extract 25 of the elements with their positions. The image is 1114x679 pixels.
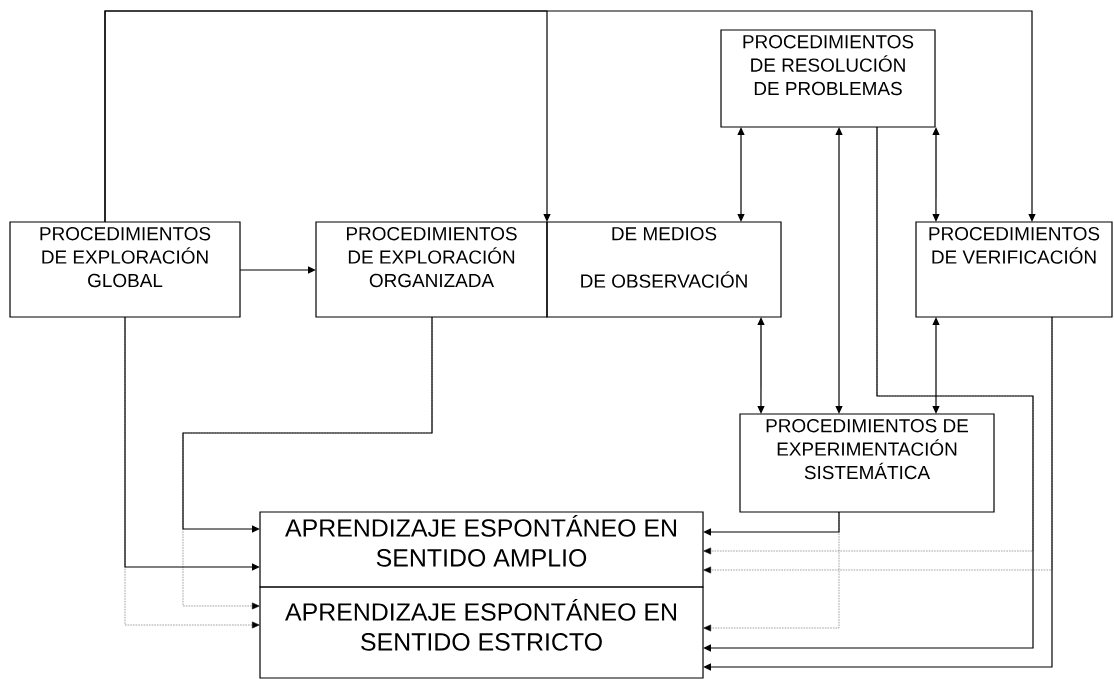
process-box: PROCEDIMIENTOS DE VERIFICACIÓN [915, 221, 1113, 318]
process-box: DE MEDIOS DE OBSERVACIÓN [546, 221, 782, 318]
arrow [182, 316, 433, 610]
process-box: PROCEDIMIENTOS DE EXPLORACIÓN ORGANIZADA [315, 221, 548, 318]
process-box: APRENDIZAJE ESPONTÁNEO EN SENTIDO ESTRICTO [259, 586, 704, 679]
arrow [124, 316, 260, 571]
arrow [124, 316, 260, 629]
arrow [757, 317, 765, 414]
arrow [703, 511, 840, 536]
arrow [703, 511, 840, 632]
process-box: PROCEDIMIENTOS DE RESOLUCIÓN DE PROBLEMAS [720, 29, 936, 128]
arrow [932, 127, 940, 222]
arrow [703, 316, 1053, 574]
arrow [703, 126, 1034, 555]
process-box: PROCEDIMIENTOS DE EXPLORACIÓN GLOBAL [9, 221, 241, 318]
arrow [835, 127, 843, 414]
process-box: PROCEDIMIENTOS DE EXPERIMENTACIÓN SISTEMÁTICA [739, 413, 995, 513]
arrow [703, 316, 1053, 671]
arrow [182, 316, 433, 533]
arrow [104, 10, 1036, 223]
process-box: APRENDIZAJE ESPONTÁNEO EN SENTIDO AMPLIO [259, 511, 704, 588]
arrow [239, 266, 316, 274]
arrow [932, 317, 940, 414]
arrow [737, 127, 745, 222]
arrow [703, 126, 1034, 652]
